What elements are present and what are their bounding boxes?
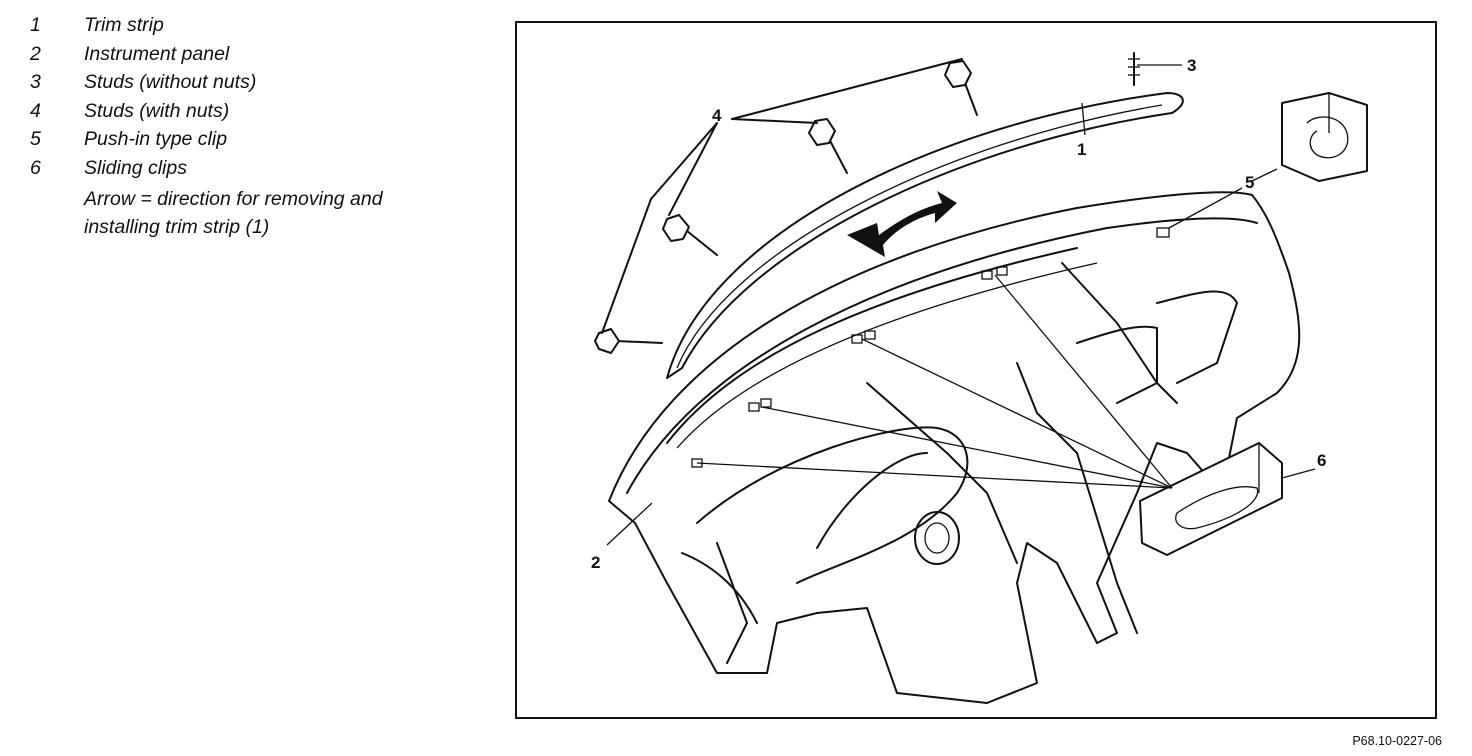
legend-item: 6 Sliding clips [30, 157, 470, 186]
stud-without-nut [1128, 52, 1140, 86]
trim-strip-drawing [666, 92, 1184, 379]
direction-arrow [847, 191, 957, 257]
callout-4: 4 [712, 106, 722, 125]
legend-note-line: installing trim strip (1) [84, 216, 270, 238]
legend-item: 2 Instrument panel [30, 43, 470, 72]
legend-number: 6 [30, 156, 41, 179]
stud-nut [944, 60, 978, 116]
legend-number: 3 [30, 71, 41, 93]
instrument-panel-drawing [608, 191, 1301, 704]
exploded-view-figure: 1 2 3 4 5 6 [515, 21, 1437, 719]
legend-label: Trim strip [84, 14, 164, 36]
stud-nut [594, 328, 663, 354]
legend-note-line: Arrow = direction for removing and [84, 188, 383, 210]
legend-label: Instrument panel [84, 42, 230, 65]
legend-label: Studs (with nuts) [84, 99, 230, 122]
legend-label: Push-in type clip [84, 128, 228, 150]
leader-lines [601, 58, 1316, 546]
push-in-clip-detail [1281, 92, 1368, 182]
legend-item: 3 Studs (without nuts) [30, 71, 470, 100]
studs-with-nuts [594, 60, 978, 354]
legend-label: Sliding clips [84, 156, 187, 179]
sliding-clip-detail [1139, 442, 1283, 556]
legend-item: 5 Push-in type clip [30, 128, 470, 157]
callout-2: 2 [591, 553, 600, 572]
legend-number: 1 [30, 14, 41, 36]
legend-note: Arrow = direction for removing and insta… [84, 185, 470, 241]
legend-number: 2 [30, 42, 41, 65]
legend-number: 5 [30, 128, 41, 150]
callout-3: 3 [1187, 56, 1196, 75]
callout-6: 6 [1317, 451, 1326, 470]
stud-nut [662, 214, 718, 256]
stud-nut [808, 118, 848, 174]
callout-5: 5 [1245, 173, 1254, 192]
figure-reference-code: P68.10-0227-06 [1352, 734, 1442, 748]
legend-label: Studs (without nuts) [84, 71, 257, 93]
exploded-view-drawing: 1 2 3 4 5 6 [591, 52, 1368, 704]
callout-1: 1 [1077, 140, 1086, 159]
legend-number: 4 [30, 99, 41, 122]
legend-item: 1 Trim strip [30, 14, 470, 43]
legend-item: 4 Studs (with nuts) [30, 100, 470, 129]
parts-legend: 1 Trim strip 2 Instrument panel 3 Studs … [30, 14, 470, 241]
